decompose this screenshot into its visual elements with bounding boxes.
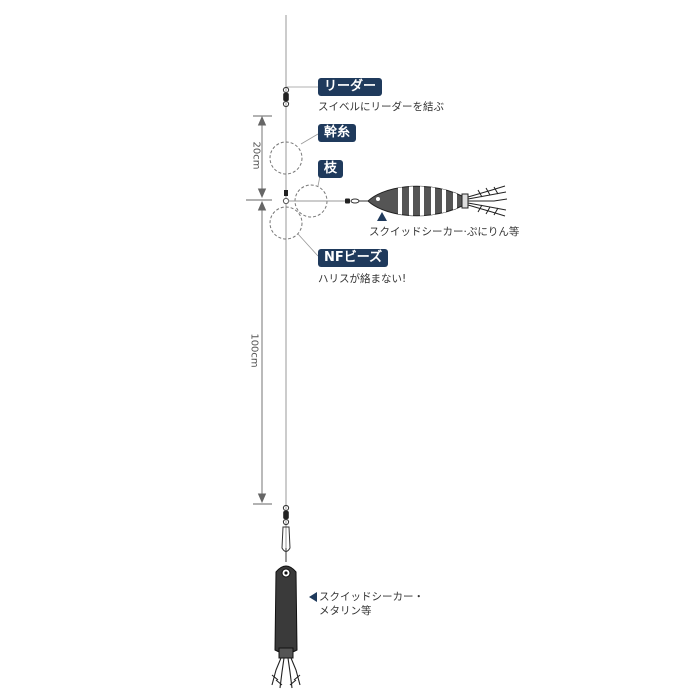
nf-beads-highlight-circle [269, 206, 303, 240]
dimension-100cm-label: 100cm [248, 333, 260, 368]
nf-bead-icon [282, 197, 290, 205]
bead-icon [284, 190, 288, 196]
snap-icon [281, 526, 291, 562]
lower-lure-note-line2: メタリン等 [319, 605, 372, 617]
lower-lure-pointer-icon [309, 592, 317, 602]
upper-lure-note: スクイッドシーカー·ぷにりん等 [369, 226, 520, 238]
nf-beads-note: ハリスが絡まない! [318, 273, 407, 285]
branch-tag: 枝 [318, 160, 344, 178]
branch-snap-icon [345, 198, 368, 204]
main-line-tag: 幹糸 [318, 124, 357, 142]
upper-squid-lure-icon [367, 185, 508, 217]
main-line-pointer [300, 133, 319, 145]
dimension-20cm-label: 20cm [250, 141, 262, 170]
lower-squid-lure-icon [271, 565, 301, 689]
nf-beads-pointer [297, 233, 319, 257]
dimension-20cm-arrow [246, 115, 272, 201]
main-line-highlight-circle [269, 141, 303, 175]
top-swivel-icon [282, 86, 290, 108]
leader-tag: リーダー [318, 78, 383, 96]
upper-lure-pointer-icon [377, 212, 387, 221]
nf-beads-tag: NFビーズ [318, 249, 389, 267]
dimension-100cm-arrow [253, 200, 272, 505]
leader-note: スイベルにリーダーを結ぶ [318, 101, 444, 113]
bottom-swivel-icon [282, 504, 290, 526]
lower-lure-note-line1: スクイッドシーカー・ [319, 591, 424, 603]
